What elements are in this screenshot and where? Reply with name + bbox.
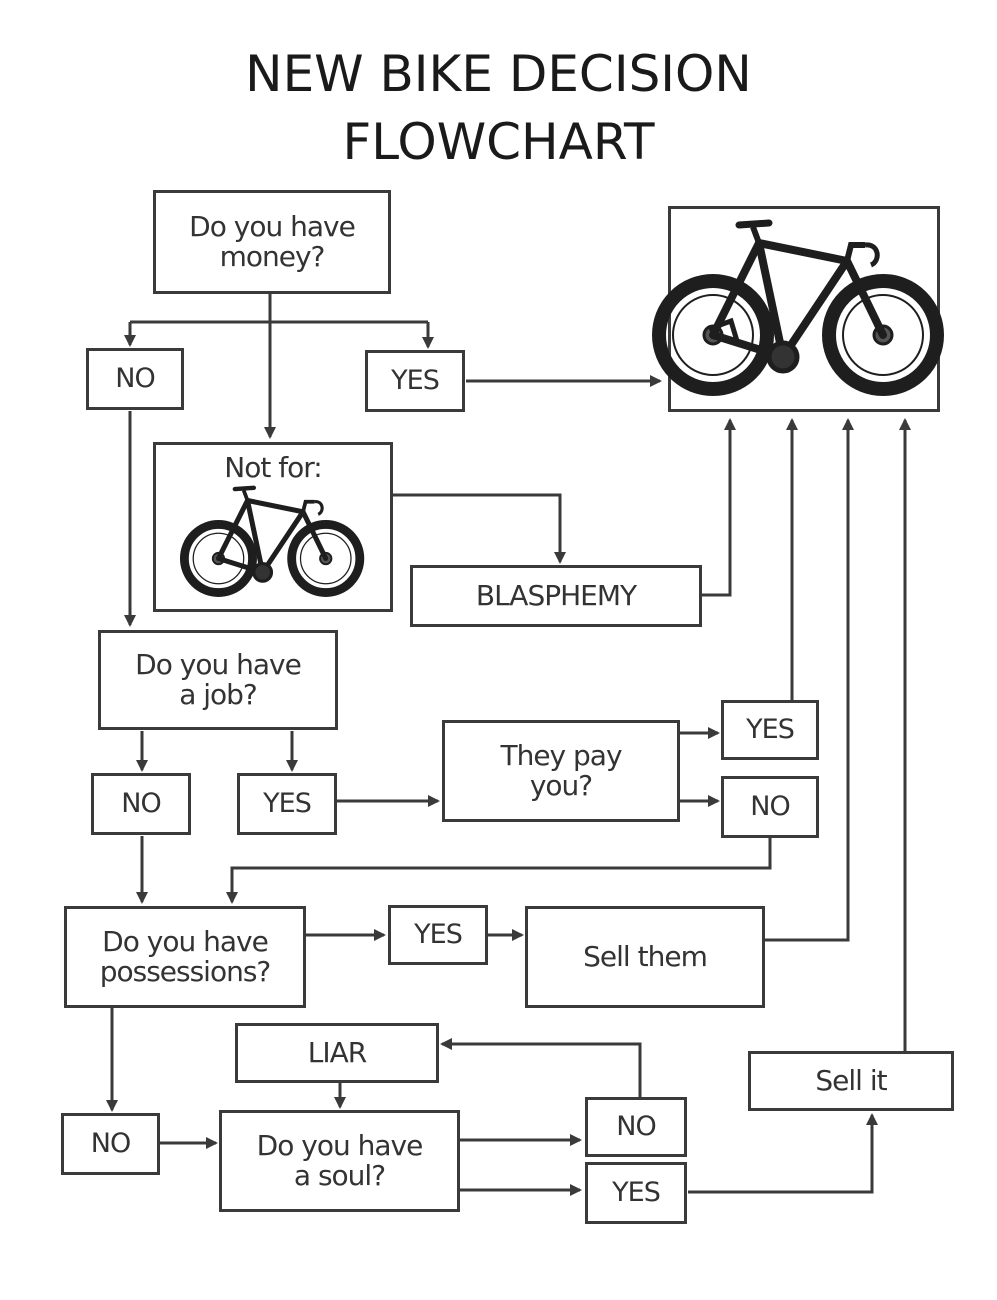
- node-job-no: NO: [91, 773, 191, 835]
- node-they-pay: They pay you?: [442, 720, 680, 822]
- node-main-bike: [652, 206, 944, 412]
- node-possessions-yes: YES: [388, 905, 488, 965]
- connector-notfor-to-blasphemy: [392, 493, 566, 564]
- node-sell-it: Sell it: [748, 1051, 954, 1111]
- node-liar: LIAR: [235, 1023, 439, 1083]
- not-for-label: Not for:: [224, 451, 322, 484]
- title-line-1: NEW BIKE DECISION: [245, 45, 752, 103]
- node-pay-yes: YES: [721, 700, 819, 760]
- node-have-soul: Do you have a soul?: [219, 1110, 460, 1212]
- connector-blasphemy-to-bike: [702, 418, 736, 597]
- node-sell-them: Sell them: [525, 906, 765, 1008]
- node-soul-yes: YES: [585, 1162, 687, 1224]
- node-not-for: Not for:: [153, 442, 393, 612]
- node-possessions-no: NO: [61, 1113, 160, 1175]
- node-have-possessions: Do you have possessions?: [64, 906, 306, 1008]
- node-money-yes: YES: [365, 350, 465, 412]
- node-soul-no: NO: [585, 1097, 687, 1157]
- node-have-job: Do you have a job?: [98, 630, 338, 730]
- title-line-2: FLOWCHART: [342, 113, 655, 171]
- node-money-no: NO: [86, 348, 184, 410]
- connector-payno-to-possessions: [226, 838, 772, 904]
- connector-soulno-to-liar: [440, 1038, 642, 1097]
- connector-soulyes-to-sellit: [688, 1113, 878, 1194]
- node-job-yes: YES: [237, 773, 337, 835]
- node-pay-no: NO: [721, 776, 819, 838]
- connector-sellthem-to-bike: [765, 418, 854, 942]
- node-blasphemy: BLASPHEMY: [410, 565, 702, 627]
- road-bike-icon-small: [179, 485, 365, 598]
- road-bike-icon: [652, 219, 944, 396]
- node-have-money: Do you have money?: [153, 190, 391, 294]
